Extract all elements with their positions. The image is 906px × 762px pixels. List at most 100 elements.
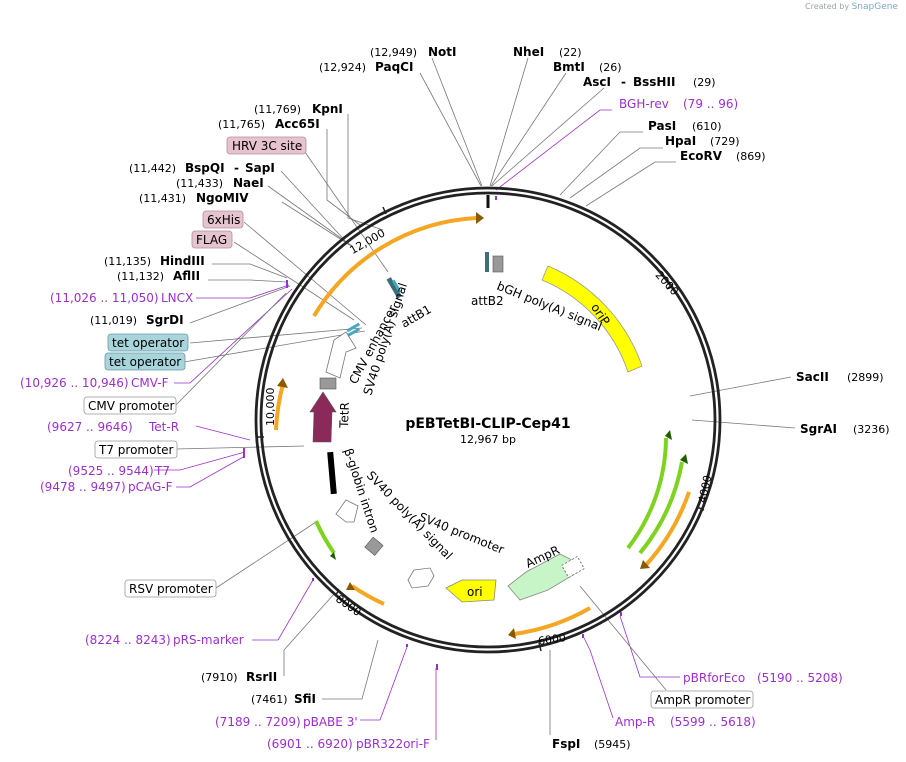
enzyme-name: SapI [245,161,275,175]
primer-range: (8224 .. 8243) [85,633,171,647]
enzyme-name: FspI [552,737,580,751]
enzyme-name: PasI [648,119,676,133]
credit-prefix: Created by [805,2,850,11]
primer-name: T7 [154,464,170,478]
primer-name: pBRforEco [683,671,745,685]
tet-operator-mark [346,322,361,333]
plasmid-name: pEBTetBI-CLIP-Cep41 [405,416,570,432]
enzyme-pos: (869) [736,150,766,163]
enzyme-pos: (11,431) [139,192,186,205]
attB1-mark [386,277,402,299]
primer-range: (11,026 .. 11,050) [50,291,159,305]
enzyme-pos: (11,769) [254,103,301,116]
svg-text:FLAG: FLAG [196,233,227,247]
primer-range: (6901 .. 6920) [267,737,353,751]
boxed-labels: HRV 3C site 6xHis FLAG tet operator tet … [83,136,754,709]
label-tet-operator-1: tet operator [107,333,189,352]
enzyme-name: SgrDI [146,313,184,327]
enzyme-name: NotI [428,45,457,59]
arrowhead [665,430,672,440]
label-ampr-promoter: AmpR promoter [650,690,754,709]
orf-arc-lower-left-green [314,520,336,555]
enzyme-pos: (29) [693,76,716,89]
enzyme-name: NgoMIV [196,191,249,205]
inner-features [309,252,643,603]
snapgene-credit: Created by SnapGene [805,2,898,12]
primer-range: (9525 .. 9544) [68,464,154,478]
svg-text:6xHis: 6xHis [207,213,240,227]
svg-text:HRV 3C site: HRV 3C site [232,139,302,153]
enzyme-name: HpaI [665,134,696,148]
promoter-arrow [335,499,359,523]
svg-text:CMV promoter: CMV promoter [88,399,175,413]
orf-arc-right-3 [638,461,684,555]
ori-arrow [445,579,497,603]
cmv-enhancer-arrow [325,331,357,379]
label-hrv-3c-site: HRV 3C site [226,136,307,155]
primer-name: Amp-R [615,715,655,729]
orf-arc-top [312,216,477,318]
arrowhead [346,582,355,590]
label-rsv-promoter: RSV promoter [124,579,217,598]
sv40-polyA-box [319,377,337,390]
enzyme-pos: (7910) [201,671,238,684]
svg-text:AmpR promoter: AmpR promoter [655,693,750,707]
tick-label: 10,000 [264,388,277,427]
svg-text:tet operator: tet operator [109,355,181,369]
primer-range: (7189 .. 7209) [215,715,301,729]
orf-arc-lower-left-orange [350,584,385,606]
enzyme-pos: (11,019) [90,314,137,327]
orf-arc-right-2 [626,437,668,550]
arrowhead [640,560,650,569]
label-cmv-promoter: CMV promoter [83,396,177,415]
sv40-promoter-arrow [407,567,435,589]
backbone [254,186,722,654]
enzyme-name: BssHII [633,75,675,89]
orf-arc-right-1 [644,491,691,567]
sv40-polyA-box-2 [364,536,384,556]
enzyme-pos: (12,949) [370,46,417,59]
primer-name: LNCX [161,291,193,305]
primer-range: (5190 .. 5208) [757,671,843,685]
enzyme-separator: - [234,161,239,175]
primer-range: (9627 .. 9646) [47,420,133,434]
enzyme-name: SgrAI [800,422,837,436]
enzyme-name: NaeI [233,176,264,190]
primer-name: Tet-R [148,420,179,434]
enzyme-pos: (2899) [847,371,884,384]
tet-operator-mark [346,327,361,338]
primer-range: (10,926 .. 10,946) [20,376,129,390]
label-tet-operator-2: tet operator [104,352,186,371]
arrowhead [476,212,484,224]
enzyme-name: BmtI [553,60,585,74]
primer-range: (79 .. 96) [683,97,738,111]
enzyme-name: SfiI [294,692,316,706]
enzyme-name: BspQI [185,161,225,175]
primer-name: pBABE 3' [303,715,358,729]
enzyme-separator: - [621,75,626,89]
enzyme-name: NheI [513,45,544,59]
orf-arc-bottom [513,606,591,636]
feature-attB1: attB1 [399,302,434,330]
bGH-polyA-box [492,255,504,273]
primer-range: (9478 .. 9497) [40,480,126,494]
enzyme-name: AscI [583,75,611,89]
tick-label: 4000 [696,474,715,504]
enzyme-pos: (729) [710,135,740,148]
svg-text:RSV promoter: RSV promoter [129,582,213,596]
orf-arcs [274,216,691,636]
primer-markers [243,196,622,670]
tick-marks [256,206,705,652]
enzyme-name: SacII [796,370,829,384]
primer-name: pRS-marker [173,633,244,647]
oriP-arc [541,265,643,373]
primer-name: CMV-F [131,376,169,390]
orf-arrowheads [277,212,688,639]
credit-brand: SnapGene [851,2,898,12]
arrowhead [508,628,516,639]
enzyme-pos: (11,433) [176,177,223,190]
beta-globin-bar [327,451,337,495]
svg-text:T7 promoter: T7 promoter [98,443,174,457]
svg-text:tet operator: tet operator [112,336,184,350]
label-t7-promoter: T7 promoter [94,440,178,459]
